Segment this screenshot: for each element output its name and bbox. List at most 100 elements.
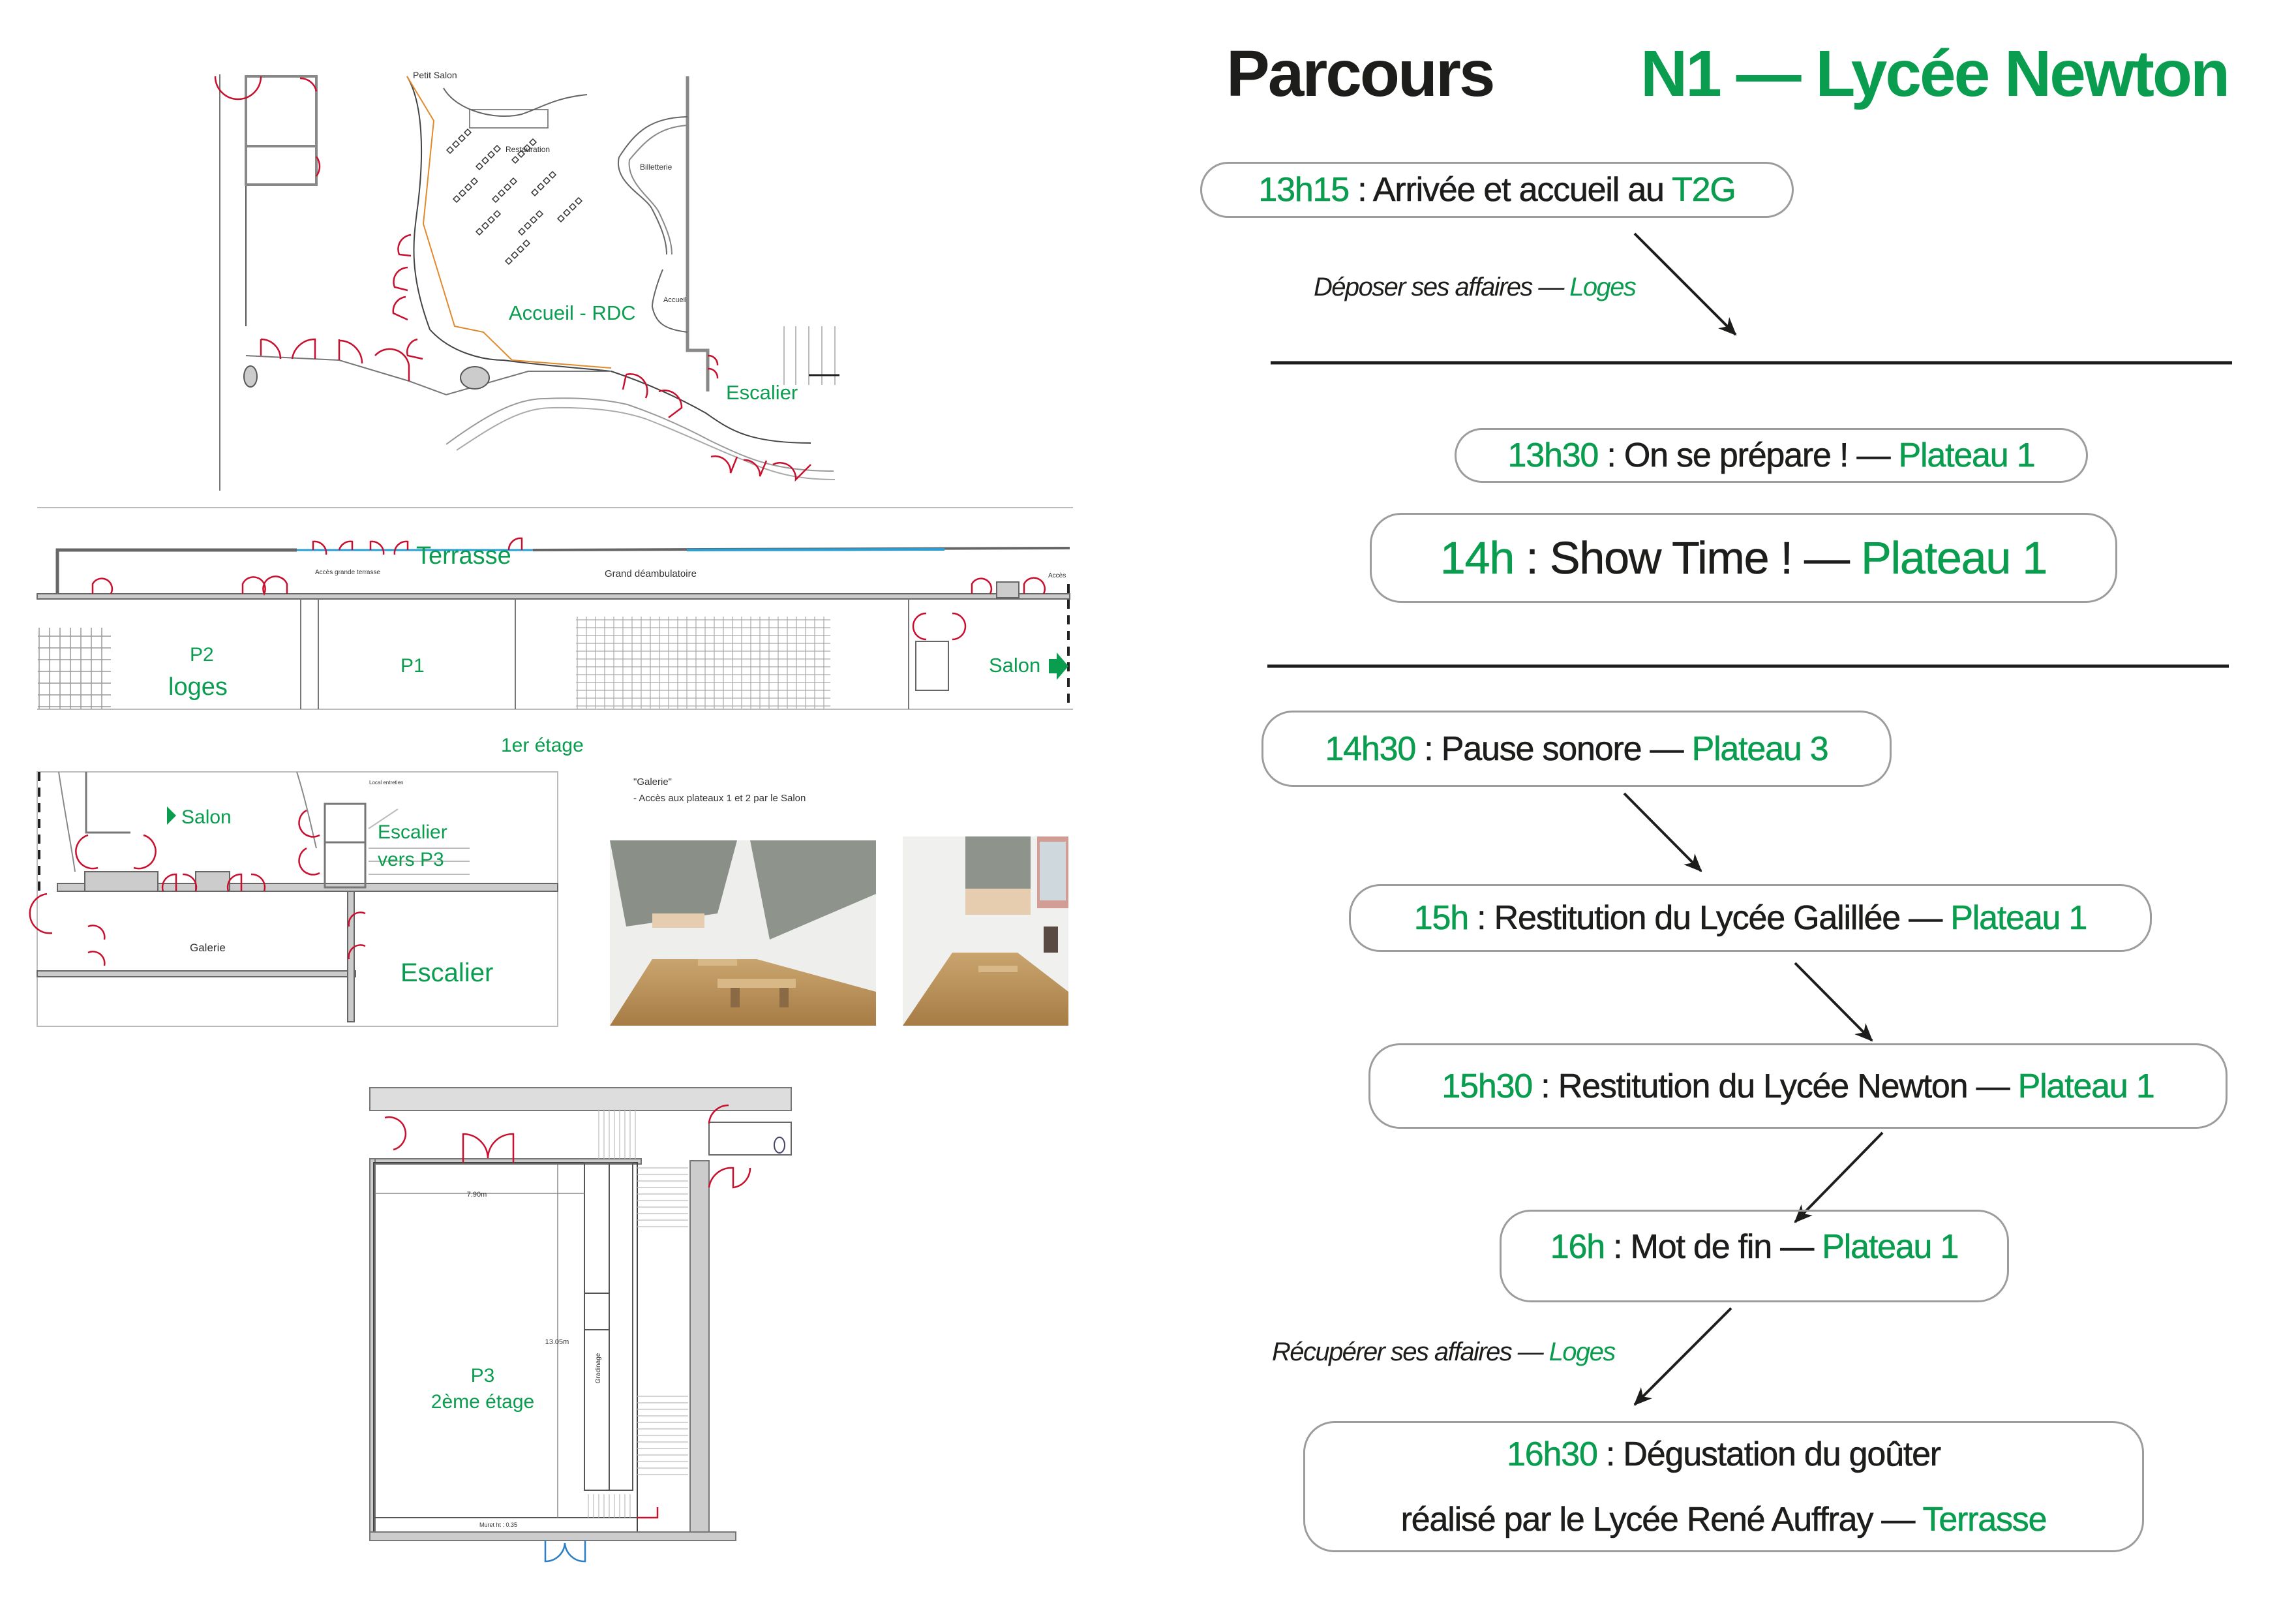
label-1er-etage: 1er étage bbox=[501, 735, 584, 756]
label-vers-p3: vers P3 bbox=[378, 849, 444, 870]
schedule-time: 15h30 bbox=[1442, 1067, 1533, 1105]
schedule-text: : Arrivée et accueil au bbox=[1348, 171, 1672, 209]
schedule-text: réalisé par le Lycée René Auffray — bbox=[1400, 1500, 1923, 1539]
schedule-text: : Mot de fin — bbox=[1604, 1228, 1822, 1266]
schedule-text: : Restitution du Lycée Newton — bbox=[1532, 1067, 2018, 1105]
schedule-place: Plateau 1 bbox=[1861, 532, 2048, 584]
schedule-item: 15h30 : Restitution du Lycée Newton — Pl… bbox=[1368, 1043, 2228, 1129]
table-symbol bbox=[452, 194, 461, 203]
label-loges: loges bbox=[168, 673, 228, 701]
table-symbol bbox=[475, 162, 484, 170]
table-symbol bbox=[492, 209, 502, 218]
label-muret: Muret ht : 0.35 bbox=[479, 1522, 517, 1528]
note-text: Récupérer ses affaires — bbox=[1272, 1338, 1549, 1366]
label-p3: P3 bbox=[471, 1365, 495, 1387]
label-gradinage: Gradinage bbox=[595, 1353, 602, 1383]
arrow-icon bbox=[1794, 962, 1873, 1042]
note-pickup-belongings: Récupérer ses affaires — Loges bbox=[1272, 1338, 1616, 1367]
schedule-time: 13h15 bbox=[1258, 171, 1350, 209]
schedule-item: 13h30 : On se prépare ! — Plateau 1 bbox=[1455, 428, 2088, 483]
table-symbol bbox=[536, 182, 545, 191]
table-symbol bbox=[464, 183, 473, 191]
schedule-text: : Dégustation du goûter bbox=[1597, 1435, 1942, 1473]
schedule-time: 16h30 bbox=[1507, 1435, 1598, 1473]
schedule-time: 16h bbox=[1550, 1228, 1605, 1266]
schedule-place: Plateau 1 bbox=[1898, 437, 2036, 475]
plan-rdc-labels: Petit Salon Restauration Billetterie Acc… bbox=[413, 70, 798, 404]
table-symbol bbox=[491, 194, 500, 203]
table-symbol bbox=[528, 138, 537, 146]
plan-p3 bbox=[369, 1087, 792, 1563]
page-subtitle: N1 — Lycée Newton bbox=[1640, 37, 2230, 110]
label-escalier-rdc: Escalier bbox=[726, 381, 798, 404]
note-place: Loges bbox=[1569, 273, 1637, 301]
schedule-time: 13h30 bbox=[1507, 437, 1599, 475]
plan-rdc bbox=[214, 74, 839, 491]
table-symbol bbox=[510, 251, 519, 259]
arrow-right-icon bbox=[167, 806, 176, 825]
schedule-item: 15h : Restitution du Lycée Galillée — Pl… bbox=[1349, 884, 2152, 952]
table-symbol bbox=[548, 170, 557, 179]
table-symbol bbox=[568, 202, 577, 211]
schedule-text: : On se prépare ! — bbox=[1598, 437, 1899, 475]
schedule-connectors bbox=[1267, 232, 2232, 1406]
schedule-text: : Restitution du Lycée Galillée — bbox=[1468, 899, 1951, 938]
label-grand-deambulatoire: Grand déambulatoire bbox=[605, 568, 697, 579]
table-symbol bbox=[446, 146, 455, 154]
schedule-time: 14h bbox=[1440, 532, 1515, 584]
label-p2: P2 bbox=[190, 644, 214, 666]
plan-galerie bbox=[29, 771, 558, 1027]
table-symbol bbox=[451, 140, 461, 148]
label-2eme-etage: 2ème étage bbox=[431, 1391, 534, 1413]
table-symbol bbox=[511, 155, 520, 164]
label-escalier: Escalier bbox=[400, 958, 493, 987]
table-symbol bbox=[562, 208, 571, 217]
label-length-dimension: 13.05m bbox=[545, 1338, 569, 1346]
label-salon-arrow: Salon bbox=[989, 654, 1040, 677]
table-symbol bbox=[522, 144, 532, 152]
table-symbol bbox=[475, 227, 484, 236]
galerie-photo-2 bbox=[903, 836, 1068, 1026]
table-symbol bbox=[509, 177, 518, 185]
table-symbol bbox=[517, 149, 526, 158]
schedule-time: 15h bbox=[1413, 899, 1469, 938]
arrow-icon bbox=[1633, 1307, 1732, 1406]
table-symbol bbox=[487, 150, 496, 159]
table-symbol bbox=[504, 256, 513, 265]
note-text: Déposer ses affaires — bbox=[1314, 273, 1570, 301]
table-symbol bbox=[523, 221, 532, 230]
table-symbol bbox=[574, 196, 583, 205]
label-acces: Accès bbox=[1048, 572, 1066, 579]
table-symbol bbox=[487, 215, 496, 224]
note-place: Loges bbox=[1548, 1338, 1616, 1366]
schedule-text: : Show Time ! — bbox=[1514, 532, 1862, 584]
galerie-photo-1 bbox=[610, 840, 876, 1026]
arrow-icon bbox=[1633, 232, 1737, 336]
table-symbol bbox=[522, 239, 531, 247]
table-symbol bbox=[529, 215, 538, 224]
schedule-item: 16h : Mot de fin — Plateau 1 bbox=[1500, 1210, 2009, 1302]
table-symbol bbox=[530, 188, 539, 196]
table-symbol bbox=[497, 189, 506, 197]
table-symbol bbox=[535, 209, 544, 218]
schedule-time: 14h30 bbox=[1325, 729, 1416, 768]
arrow-icon bbox=[1623, 792, 1702, 872]
arrow-icon bbox=[1794, 1131, 1884, 1223]
schedule-place: Terrasse bbox=[1922, 1500, 2047, 1539]
table-symbol bbox=[481, 221, 490, 230]
schedule-place: Plateau 1 bbox=[1950, 899, 2088, 938]
label-billetterie: Billetterie bbox=[640, 162, 672, 172]
schedule-item: 14h30 : Pause sonore — Plateau 3 bbox=[1261, 711, 1892, 787]
label-accueil-rdc: Accueil - RDC bbox=[509, 301, 636, 324]
galerie-note-title: "Galerie" bbox=[633, 776, 672, 788]
label-restauration: Restauration bbox=[506, 145, 550, 154]
schedule-item: 13h15 : Arrivée et accueil au T2G bbox=[1200, 162, 1794, 218]
schedule-place: Plateau 1 bbox=[2017, 1067, 2155, 1105]
label-local-entretien: Local entretien bbox=[369, 780, 403, 786]
arrow-right-icon bbox=[1049, 652, 1068, 680]
table-symbol bbox=[463, 128, 472, 136]
table-symbol bbox=[503, 183, 512, 191]
table-symbol bbox=[458, 189, 467, 197]
table-symbol bbox=[470, 177, 479, 185]
